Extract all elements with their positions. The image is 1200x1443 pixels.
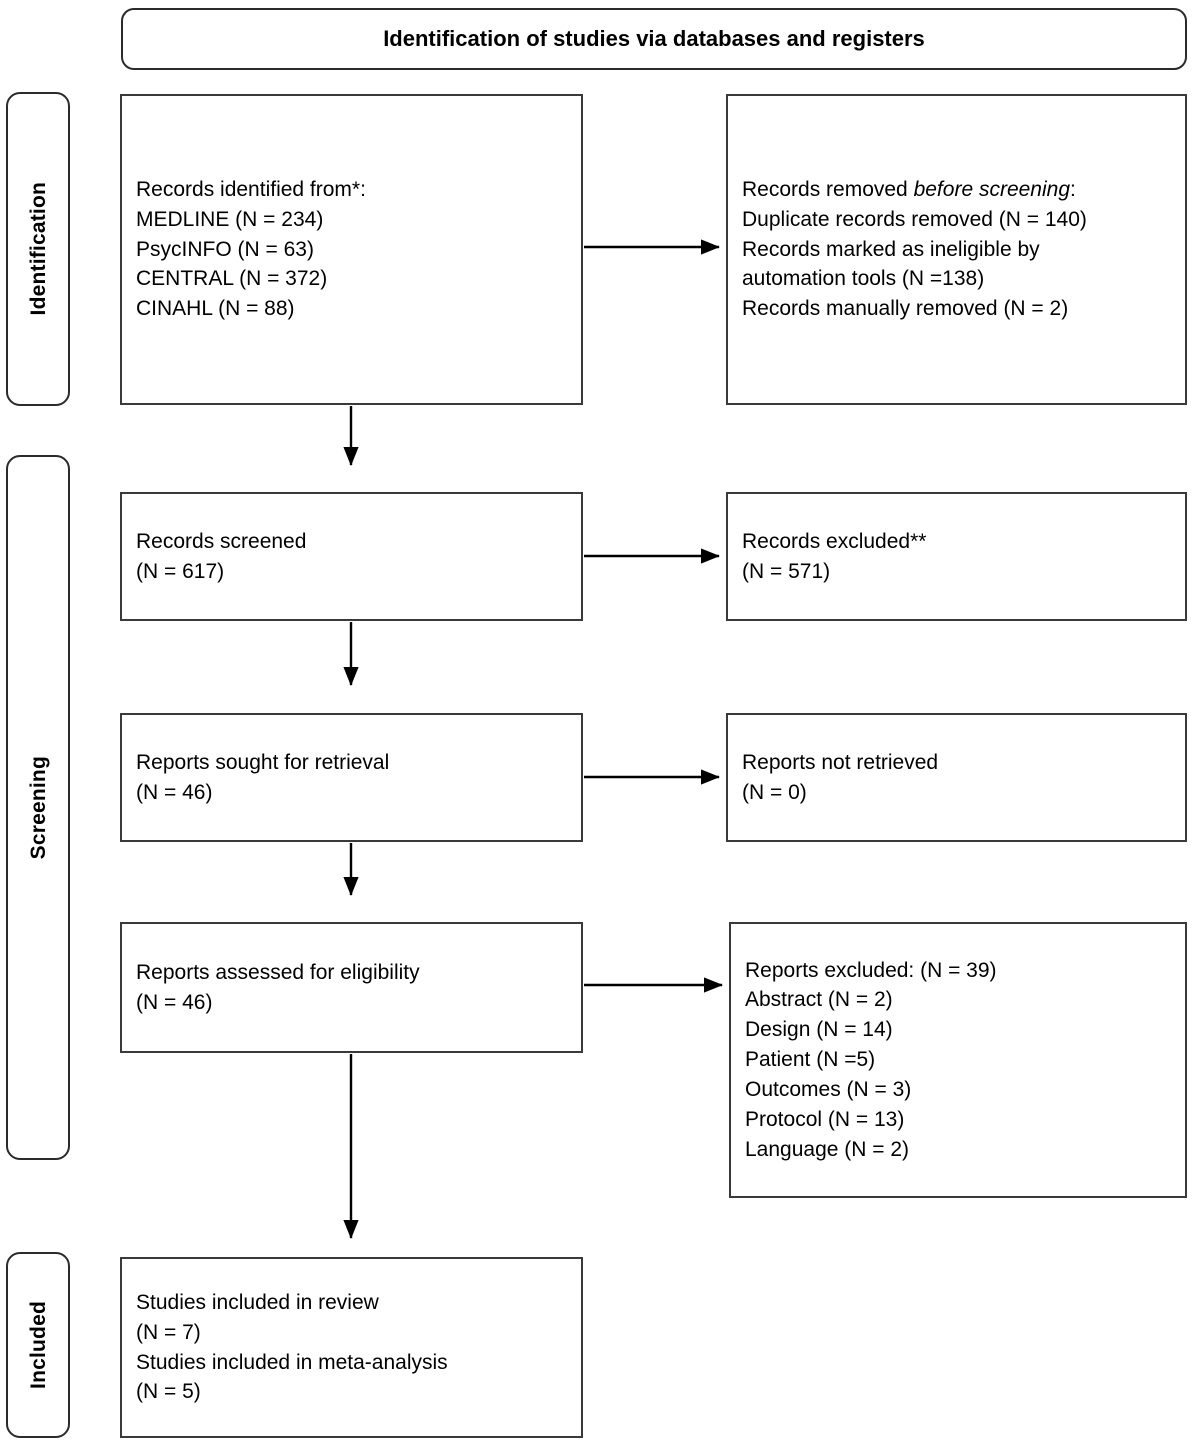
box-line: Reports excluded: (N = 39) xyxy=(745,958,997,982)
box-line: (N = 46) xyxy=(136,990,213,1014)
records-removed-box: Records removed before screening: Duplica… xyxy=(726,94,1187,405)
box-line: Duplicate records removed (N = 140) xyxy=(742,207,1087,231)
box-line: PsycINFO (N = 63) xyxy=(136,237,314,261)
box-line: (N = 617) xyxy=(136,559,225,583)
box-line: Patient (N =5) xyxy=(745,1048,876,1072)
reports-sought-lines: Reports sought for retrieval (N = 46) xyxy=(122,748,581,808)
box-line: (N = 46) xyxy=(136,780,213,804)
records-screened-lines: Records screened (N = 617) xyxy=(122,527,581,587)
box-line: Design (N = 14) xyxy=(745,1018,893,1042)
records-excluded-lines: Records excluded** (N = 571) xyxy=(728,527,1185,587)
box-line: Studies included in review xyxy=(136,1290,379,1314)
box-line: Records excluded** xyxy=(742,529,927,553)
box-line: Reports not retrieved xyxy=(742,750,939,774)
box-line: MEDLINE (N = 234) xyxy=(136,207,324,231)
box-line: Records marked as ineligible by xyxy=(742,237,1040,261)
box-line: Records screened xyxy=(136,529,307,553)
box-line: automation tools (N =138) xyxy=(742,267,985,291)
box-line: (N = 571) xyxy=(742,559,831,583)
box-line: CINAHL (N = 88) xyxy=(136,297,295,321)
records-removed-lines: Records removed before screening: Duplica… xyxy=(728,175,1185,324)
phase-label-identification-text: Identification xyxy=(26,182,50,316)
studies-included-box: Studies included in review (N = 7) Studies… xyxy=(120,1257,583,1438)
records-identified-box: Records identified from*: MEDLINE (N = 23… xyxy=(120,94,583,405)
reports-not-retrieved-box: Reports not retrieved (N = 0) xyxy=(726,713,1187,842)
phase-label-screening: Screening xyxy=(6,455,70,1160)
box-line: Protocol (N = 13) xyxy=(745,1107,905,1131)
page-title: Identification of studies via databases … xyxy=(383,25,925,51)
box-line: Reports sought for retrieval xyxy=(136,750,390,774)
box-line: Records manually removed (N = 2) xyxy=(742,297,1069,321)
reports-excluded-lines: Reports excluded: (N = 39) Abstract (N = … xyxy=(731,956,1185,1165)
box-line: Abstract (N = 2) xyxy=(745,988,893,1012)
box-line: Language (N = 2) xyxy=(745,1137,910,1161)
reports-assessed-box: Reports assessed for eligibility (N = 46) xyxy=(120,922,583,1053)
box-line: Outcomes (N = 3) xyxy=(745,1077,912,1101)
reports-excluded-box: Reports excluded: (N = 39) Abstract (N = … xyxy=(729,922,1187,1198)
reports-not-retrieved-lines: Reports not retrieved (N = 0) xyxy=(728,748,1185,808)
records-screened-box: Records screened (N = 617) xyxy=(120,492,583,621)
box-line: Reports assessed for eligibility xyxy=(136,960,420,984)
phase-label-included-text: Included xyxy=(26,1301,50,1389)
box-line: (N = 7) xyxy=(136,1320,201,1344)
box-line: CENTRAL (N = 372) xyxy=(136,267,328,291)
diagram-header-banner: Identification of studies via databases … xyxy=(121,8,1187,70)
phase-label-included: Included xyxy=(6,1252,70,1438)
records-excluded-box: Records excluded** (N = 571) xyxy=(726,492,1187,621)
studies-included-lines: Studies included in review (N = 7) Studies… xyxy=(122,1288,581,1407)
box-line: (N = 0) xyxy=(742,780,807,804)
phase-label-identification: Identification xyxy=(6,92,70,406)
box-line: Studies included in meta-analysis xyxy=(136,1350,448,1374)
reports-sought-box: Reports sought for retrieval (N = 46) xyxy=(120,713,583,842)
box-line: (N = 5) xyxy=(136,1380,201,1404)
box-line: Records removed before screening: xyxy=(742,177,1076,201)
reports-assessed-lines: Reports assessed for eligibility (N = 46) xyxy=(122,958,581,1018)
box-line: Records identified from*: xyxy=(136,177,366,201)
records-identified-lines: Records identified from*: MEDLINE (N = 23… xyxy=(122,175,581,324)
phase-label-screening-text: Screening xyxy=(26,755,50,860)
